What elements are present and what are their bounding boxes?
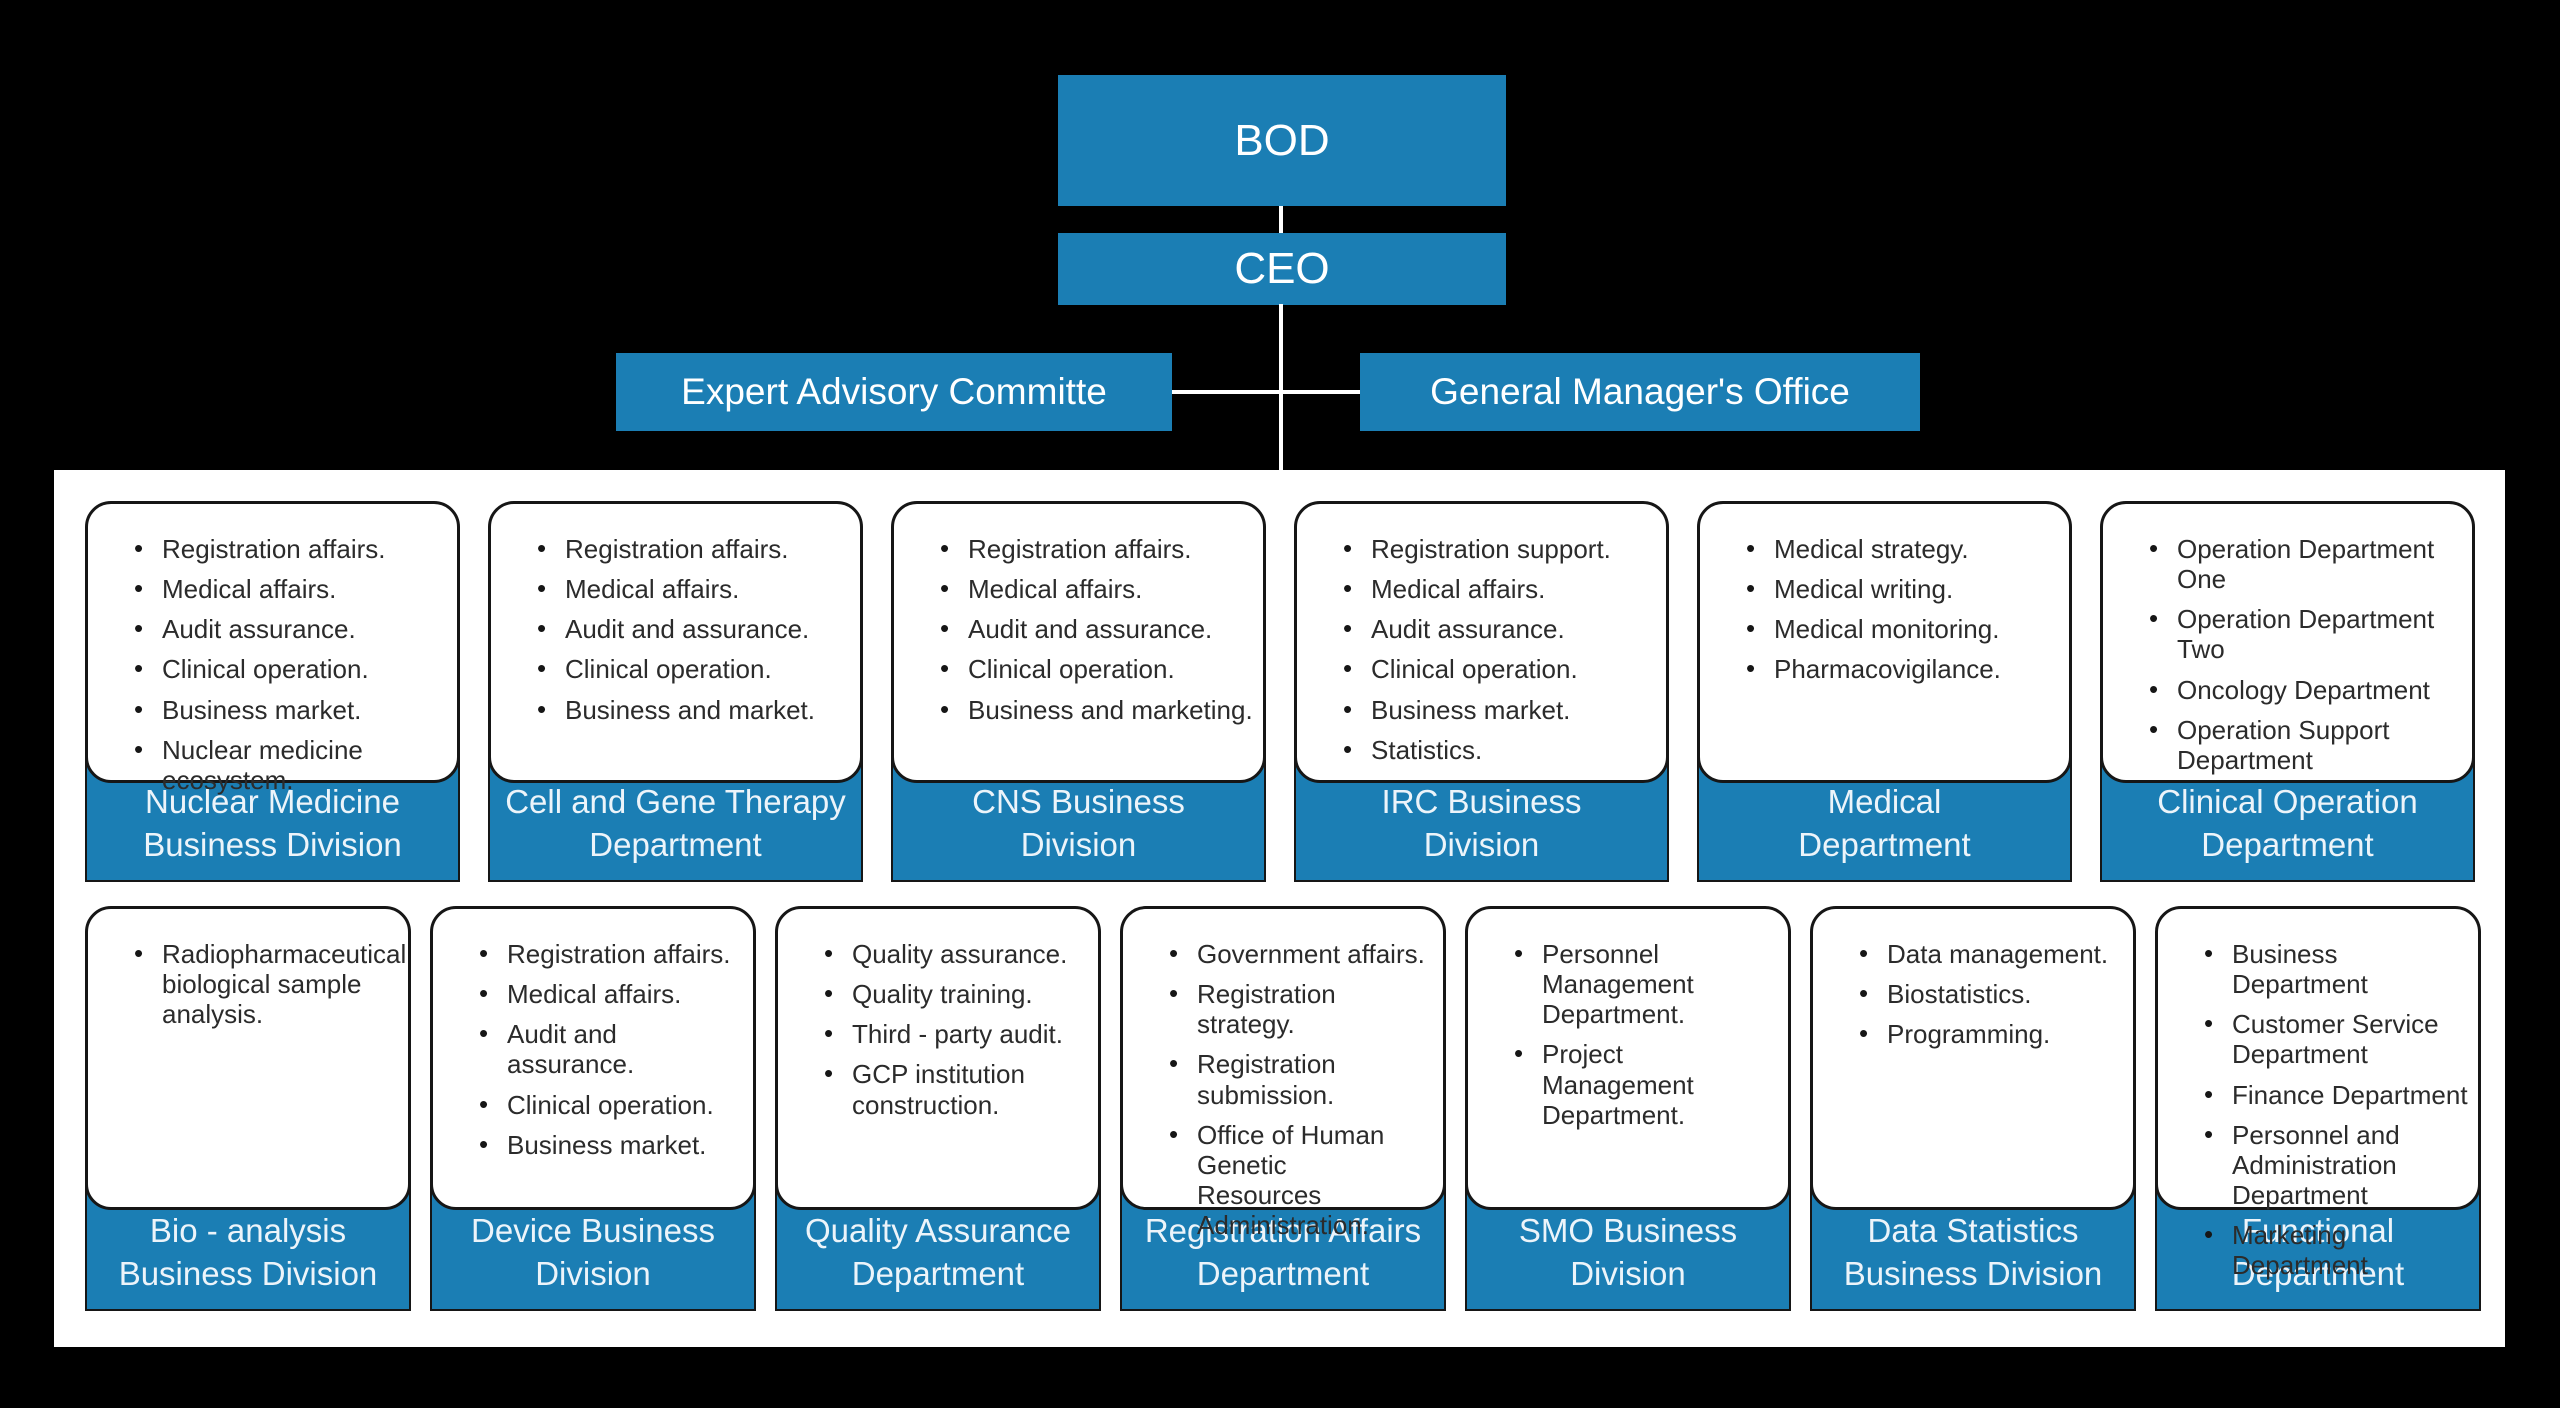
responsibility-item: Clinical operation.: [479, 1089, 743, 1120]
responsibility-list: Registration affairs. Medical affairs. Aud…: [85, 501, 460, 795]
responsibility-item: Programming.: [1859, 1018, 2123, 1049]
responsibility-item: Business market.: [1343, 694, 1656, 725]
connector-bod-ceo: [1279, 206, 1283, 234]
responsibility-list: Personnel Management Department.Project …: [1465, 906, 1791, 1210]
responsibility-item: Statistics.: [1343, 734, 1656, 765]
responsibility-item: Clinical operation.: [134, 653, 447, 684]
responsibility-item: Business market.: [479, 1129, 743, 1160]
responsibility-item: Registration submission.: [1169, 1048, 1433, 1109]
departments-panel: Registration affairs. Medical affairs. Aud…: [54, 470, 2505, 1347]
department-card: Registration affairs. Medical affairs. Aud…: [488, 501, 863, 882]
responsibility-item: Medical affairs.: [134, 573, 447, 604]
responsibility-item: Registration support.: [1343, 533, 1656, 564]
responsibility-list: Registration affairs. Medical affairs. Aud…: [430, 906, 756, 1210]
department-card: Medical strategy. Medical writing. Medical…: [1697, 501, 2072, 882]
responsibility-item: Audit and assurance.: [940, 613, 1253, 644]
department-card: Data management. Biostatistics. Programmin…: [1810, 906, 2136, 1311]
responsibility-item: Medical affairs.: [1343, 573, 1656, 604]
responsibility-item: Finance Department: [2204, 1079, 2468, 1110]
responsibility-item: Government affairs.: [1169, 938, 1433, 969]
responsibility-item: Business and market.: [537, 694, 850, 725]
ceo-label: CEO: [1234, 244, 1330, 293]
department-card: Radiopharmaceutical biological sample an…: [85, 906, 411, 1311]
responsibility-item: Quality training.: [824, 978, 1088, 1009]
responsibility-list: Business DepartmentCustomer Service Depa…: [2155, 906, 2481, 1280]
responsibility-item: Oncology Department: [2149, 674, 2462, 705]
department-card: Personnel Management Department.Project …: [1465, 906, 1791, 1311]
responsibility-list: Quality assurance. Quality training. Third…: [775, 906, 1101, 1210]
responsibility-item: Clinical operation.: [1343, 653, 1656, 684]
responsibility-item: Project Management Department.: [1514, 1038, 1778, 1129]
responsibility-item: Medical affairs.: [940, 573, 1253, 604]
department-card: Business DepartmentCustomer Service Depa…: [2155, 906, 2481, 1311]
responsibility-item: Registration affairs.: [134, 533, 447, 564]
department-row-1: Registration affairs. Medical affairs. Aud…: [85, 501, 2475, 882]
expert-advisory-box: Expert Advisory Committe: [616, 353, 1172, 431]
responsibility-item: Business market.: [134, 694, 447, 725]
responsibility-item: Operation Support Department: [2149, 714, 2462, 775]
department-card: Registration affairs. Medical affairs. Aud…: [891, 501, 1266, 882]
department-card: Quality assurance. Quality training. Third…: [775, 906, 1101, 1311]
bod-box: BOD: [1058, 75, 1506, 206]
responsibility-item: Audit assurance.: [1343, 613, 1656, 644]
responsibility-item: Medical strategy.: [1746, 533, 2059, 564]
bod-label: BOD: [1234, 115, 1330, 165]
responsibility-item: Personnel Management Department.: [1514, 938, 1778, 1029]
responsibility-item: Operation Department One: [2149, 533, 2462, 594]
department-card: Government affairs. Registration strategy…: [1120, 906, 1446, 1311]
responsibility-item: Third - party audit.: [824, 1018, 1088, 1049]
responsibility-item: Clinical operation.: [537, 653, 850, 684]
responsibility-list: Registration affairs. Medical affairs. Aud…: [488, 501, 863, 783]
responsibility-item: Audit assurance.: [134, 613, 447, 644]
responsibility-item: Medical writing.: [1746, 573, 2059, 604]
responsibility-item: Medical affairs.: [537, 573, 850, 604]
responsibility-item: Medical monitoring.: [1746, 613, 2059, 644]
responsibility-item: Business Department: [2204, 938, 2468, 999]
responsibility-item: Pharmacovigilance.: [1746, 653, 2059, 684]
department-card: Registration affairs. Medical affairs. Aud…: [430, 906, 756, 1311]
responsibility-item: Radiopharmaceutical biological sample an…: [134, 938, 406, 1029]
expert-advisory-label: Expert Advisory Committe: [681, 371, 1107, 412]
connector-ceo-panel: [1279, 304, 1283, 471]
connector-advisory-gmoffice: [1172, 390, 1362, 394]
general-manager-office-label: General Manager's Office: [1430, 371, 1850, 412]
responsibility-list: Radiopharmaceutical biological sample an…: [85, 906, 411, 1210]
responsibility-list: Registration affairs. Medical affairs. Aud…: [891, 501, 1266, 783]
responsibility-item: Customer Service Department: [2204, 1008, 2468, 1069]
responsibility-item: Quality assurance.: [824, 938, 1088, 969]
department-card: Registration support. Medical affairs. Aud…: [1294, 501, 1669, 882]
responsibility-item: GCP institution construction.: [824, 1058, 1088, 1119]
responsibility-item: Audit and assurance.: [537, 613, 850, 644]
responsibility-item: Registration affairs.: [537, 533, 850, 564]
responsibility-item: Personnel and Administration Department: [2204, 1119, 2468, 1210]
responsibility-item: Audit and assurance.: [479, 1018, 743, 1079]
responsibility-list: Medical strategy. Medical writing. Medical…: [1697, 501, 2072, 783]
responsibility-list: Operation Department OneOperation Depart…: [2100, 501, 2475, 783]
responsibility-item: Operation Department Two: [2149, 603, 2462, 664]
responsibility-item: Registration affairs.: [940, 533, 1253, 564]
responsibility-item: Registration strategy.: [1169, 978, 1433, 1039]
responsibility-item: Data management.: [1859, 938, 2123, 969]
responsibility-item: Office of Human Genetic Resources Admini…: [1169, 1119, 1433, 1241]
responsibility-item: Clinical operation.: [940, 653, 1253, 684]
responsibility-item: Marketing Department: [2204, 1219, 2468, 1280]
responsibility-list: Registration support. Medical affairs. Aud…: [1294, 501, 1669, 783]
responsibility-list: Government affairs. Registration strategy…: [1120, 906, 1446, 1240]
responsibility-item: Business and marketing.: [940, 694, 1253, 725]
responsibility-item: Medical affairs.: [479, 978, 743, 1009]
ceo-box: CEO: [1058, 233, 1506, 305]
responsibility-item: Biostatistics.: [1859, 978, 2123, 1009]
department-card: Registration affairs. Medical affairs. Aud…: [85, 501, 460, 882]
general-manager-office-box: General Manager's Office: [1360, 353, 1920, 431]
department-row-2: Radiopharmaceutical biological sample an…: [85, 906, 2481, 1311]
responsibility-item: Registration affairs.: [479, 938, 743, 969]
responsibility-list: Data management. Biostatistics. Programmin…: [1810, 906, 2136, 1210]
department-card: Operation Department OneOperation Depart…: [2100, 501, 2475, 882]
responsibility-item: Nuclear medicine ecosystem.: [134, 734, 447, 795]
